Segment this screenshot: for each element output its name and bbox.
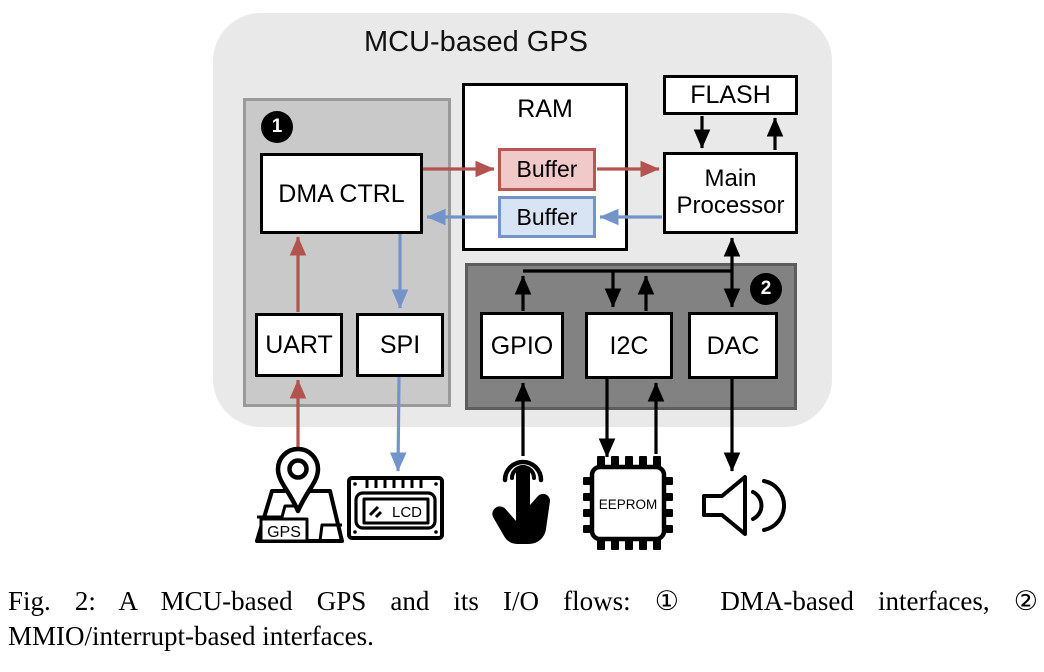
- caption-line2: MMIO/interrupt-based interfaces.: [8, 621, 374, 651]
- tx-buffer-block: Buffer: [498, 196, 596, 238]
- main-processor-block: Main Processor: [663, 152, 798, 234]
- ram-label: RAM: [517, 94, 573, 123]
- dac-block: DAC: [688, 312, 778, 379]
- eeprom-chip-icon: EEPROM: [583, 456, 673, 550]
- gpio-block: GPIO: [480, 312, 564, 379]
- eeprom-icon-label: EEPROM: [599, 497, 658, 512]
- speaker-icon: [702, 475, 786, 536]
- caption-line1: Fig. 2: A MCU-based GPS and its I/O flow…: [8, 586, 1038, 616]
- flash-block: FLASH: [663, 75, 798, 115]
- region1-badge: 1: [261, 111, 293, 143]
- uart-block: UART: [255, 313, 343, 377]
- diagram-title: MCU-based GPS: [363, 26, 588, 58]
- touch-icon: [492, 459, 551, 545]
- rx-buffer-block: Buffer: [498, 148, 596, 191]
- spi-block: SPI: [356, 313, 444, 377]
- gps-icon-label: GPS: [267, 524, 301, 541]
- gps-map-icon: GPS: [255, 446, 344, 543]
- i2c-block: I2C: [585, 312, 673, 379]
- region2-badge: 2: [750, 273, 782, 305]
- lcd-icon-label: LCD: [392, 504, 422, 521]
- dma-ctrl-block: DMA CTRL: [260, 153, 423, 234]
- lcd-icon: LCD: [347, 476, 444, 540]
